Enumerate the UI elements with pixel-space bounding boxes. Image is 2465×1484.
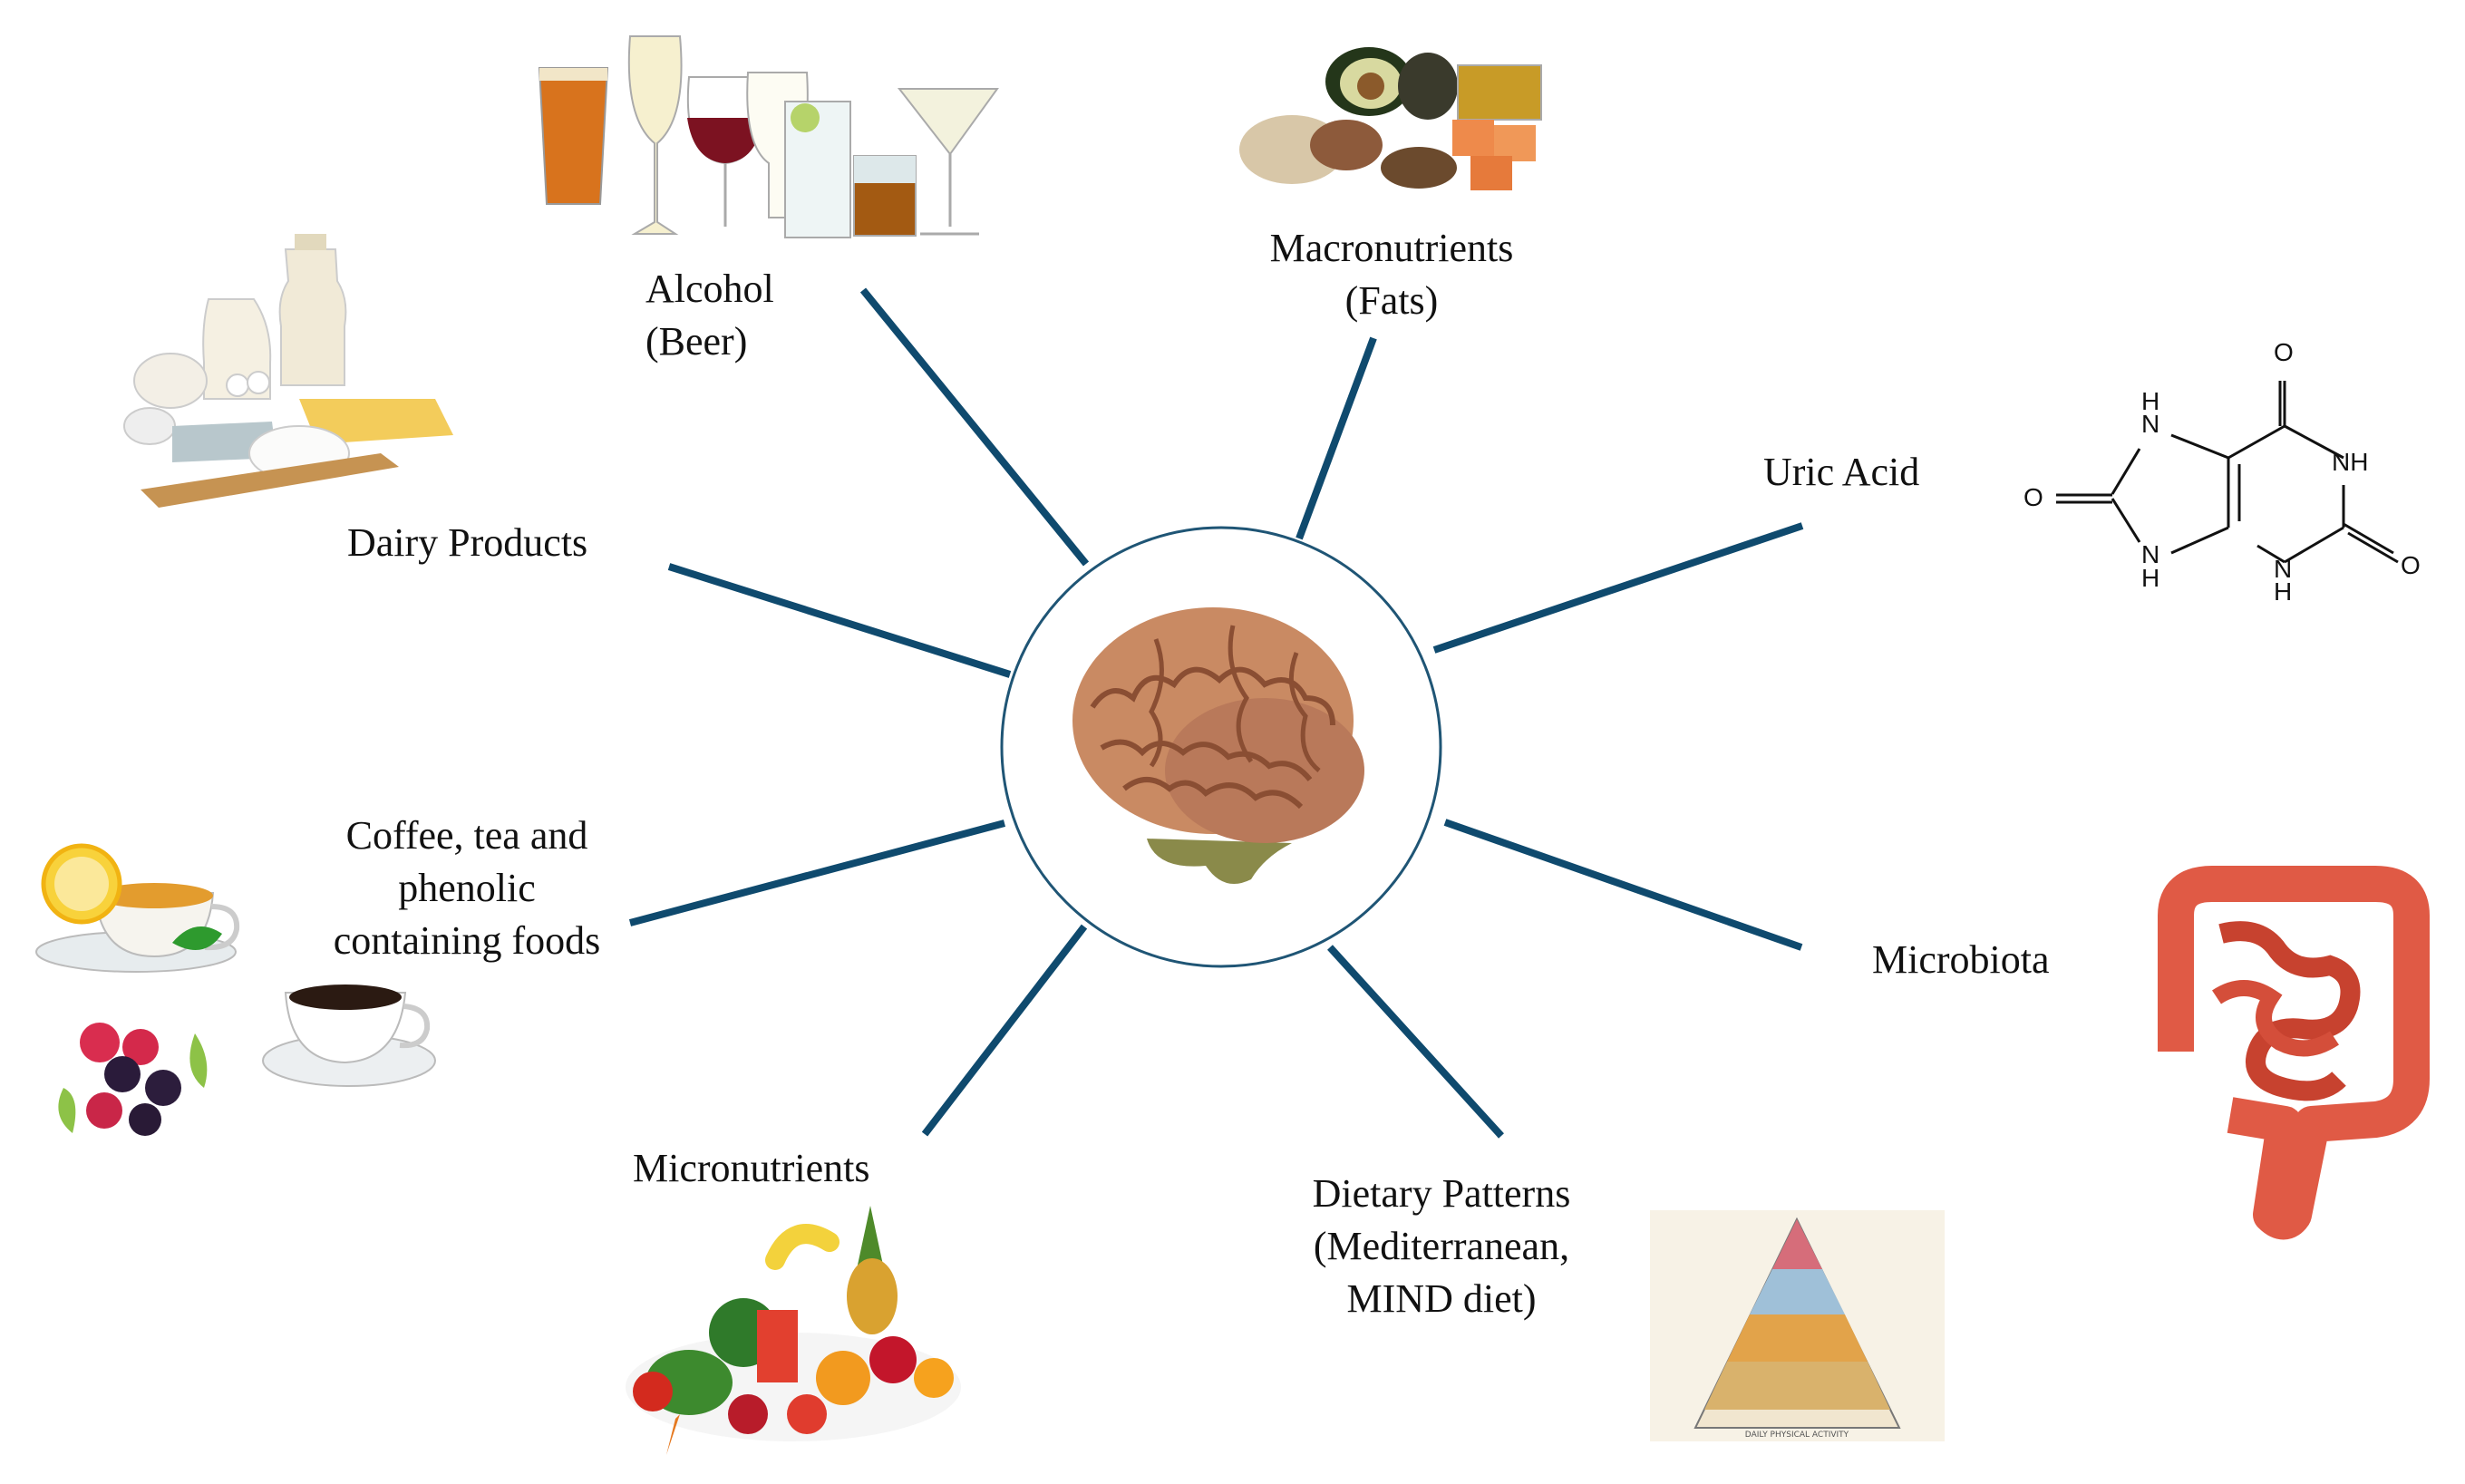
brain-icon bbox=[1072, 607, 1364, 884]
atom-o-right: O bbox=[2401, 551, 2421, 579]
atom-o-left: O bbox=[2023, 483, 2043, 511]
fruits-vegetables-icon bbox=[626, 1206, 961, 1455]
label-macronutrients: Macronutrients (Fats) bbox=[1269, 226, 1514, 323]
atom-nh-right: NH bbox=[2332, 448, 2369, 476]
label-alcohol: Alcohol (Beer) bbox=[645, 267, 774, 364]
atom-n-lower-left: N bbox=[2141, 540, 2160, 568]
connector-micronutrients bbox=[921, 924, 1088, 1137]
uric-acid-structure-icon bbox=[2056, 381, 2399, 564]
atom-h-upper-left: H bbox=[2141, 387, 2160, 415]
atom-n-upper-left: N bbox=[2141, 410, 2160, 438]
connector-macronutrients bbox=[1296, 336, 1377, 540]
atom-h-bottom: H bbox=[2274, 577, 2293, 606]
label-uric-acid: Uric Acid bbox=[1763, 450, 1920, 494]
label-microbiota: Microbiota bbox=[1872, 937, 2050, 982]
atom-h-lower-left: H bbox=[2141, 564, 2160, 592]
label-micronutrients: Micronutrients bbox=[633, 1146, 870, 1190]
pyramid-caption: DAILY PHYSICAL ACTIVITY bbox=[1745, 1431, 1849, 1440]
connector-uric-acid bbox=[1432, 522, 1804, 654]
connector-coffee-tea bbox=[628, 820, 1006, 926]
connector-alcohol bbox=[859, 287, 1090, 567]
connector-microbiota bbox=[1443, 819, 1803, 951]
label-dairy: Dairy Products bbox=[347, 520, 588, 565]
label-dietary-patterns: Dietary Patterns (Mediterranean, MIND di… bbox=[1312, 1171, 1571, 1321]
beverage-glasses-icon bbox=[538, 35, 999, 238]
food-pyramid-icon: DAILY PHYSICAL ACTIVITY bbox=[1650, 1210, 1945, 1441]
dairy-products-icon bbox=[123, 234, 453, 508]
atom-n-bottom: N bbox=[2274, 555, 2293, 583]
connector-dietary-patterns bbox=[1327, 945, 1504, 1139]
atom-o-top: O bbox=[2274, 338, 2294, 366]
tea-coffee-berries-icon bbox=[35, 843, 436, 1136]
intestine-icon bbox=[2158, 866, 2430, 1240]
label-coffee-tea: Coffee, tea and phenolic containing food… bbox=[333, 813, 601, 963]
connector-dairy bbox=[667, 563, 1012, 678]
nuts-avocado-oil-icon bbox=[1239, 47, 1542, 190]
